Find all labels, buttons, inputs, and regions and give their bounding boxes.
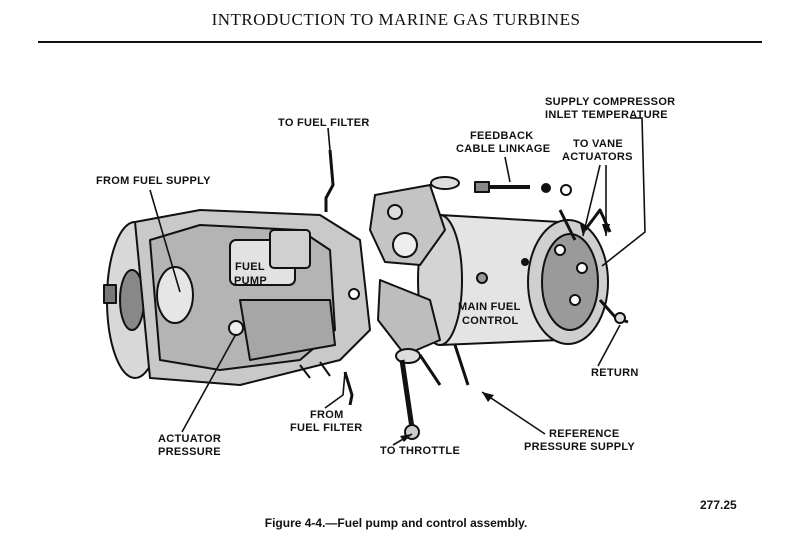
label-to-fuel-filter: TO FUEL FILTER	[278, 117, 370, 129]
label-reference-l2: PRESSURE SUPPLY	[524, 441, 635, 453]
fuel-pump-body	[103, 209, 371, 386]
label-fuel-pump-l2: PUMP	[234, 275, 267, 287]
label-fuel-pump-l1: FUEL	[235, 261, 265, 273]
label-reference-l1: REFERENCE	[549, 428, 620, 440]
leader-supply-compressor	[601, 117, 646, 267]
leader-return	[597, 324, 621, 367]
label-actuator-l2: PRESSURE	[158, 446, 221, 458]
main-fuel-control-body	[417, 214, 609, 346]
leader-vane-1	[582, 164, 601, 237]
label-main-fuel-l2: CONTROL	[462, 315, 518, 327]
from-filter-pipe	[343, 371, 354, 406]
label-supply-compressor-l1: SUPPLY COMPRESSOR	[545, 96, 675, 108]
label-main-fuel-l1: MAIN FUEL	[458, 301, 521, 313]
label-vane-l1: TO VANE	[573, 138, 623, 150]
label-vane-l2: ACTUATORS	[562, 151, 633, 163]
label-from-fuel-supply: FROM FUEL SUPPLY	[96, 175, 211, 187]
leader-feedback-linkage	[504, 156, 511, 183]
page-header-title: INTRODUCTION TO MARINE GAS TURBINES	[211, 10, 581, 29]
control-linkage-cluster	[369, 176, 460, 356]
leader-from-fuel-filter	[324, 371, 346, 409]
figure-caption: Figure 4-4.—Fuel pump and control assemb…	[264, 516, 528, 530]
return-fitting	[598, 299, 629, 324]
leader-reference-pressure	[481, 391, 546, 435]
label-return: RETURN	[591, 367, 639, 379]
label-from-filter-l1: FROM	[310, 409, 344, 421]
leader-from-fuel-supply	[149, 189, 181, 293]
label-feedback-l2: CABLE LINKAGE	[456, 143, 550, 155]
label-to-throttle: TO THROTTLE	[380, 445, 460, 457]
header-rule	[38, 41, 762, 43]
feedback-cable-linkage	[474, 181, 572, 196]
fuel-filter-pipe	[324, 149, 335, 212]
leader-actuator-pressure	[181, 333, 237, 433]
label-actuator-l1: ACTUATOR	[158, 433, 221, 445]
label-from-filter-l2: FUEL FILTER	[290, 422, 363, 434]
label-feedback-l1: FEEDBACK	[470, 130, 534, 142]
label-supply-compressor-l2: INLET TEMPERATURE	[545, 109, 668, 121]
leader-to-fuel-filter	[327, 127, 331, 151]
throttle-lever	[395, 344, 470, 440]
figure-number: 277.25	[700, 498, 737, 512]
